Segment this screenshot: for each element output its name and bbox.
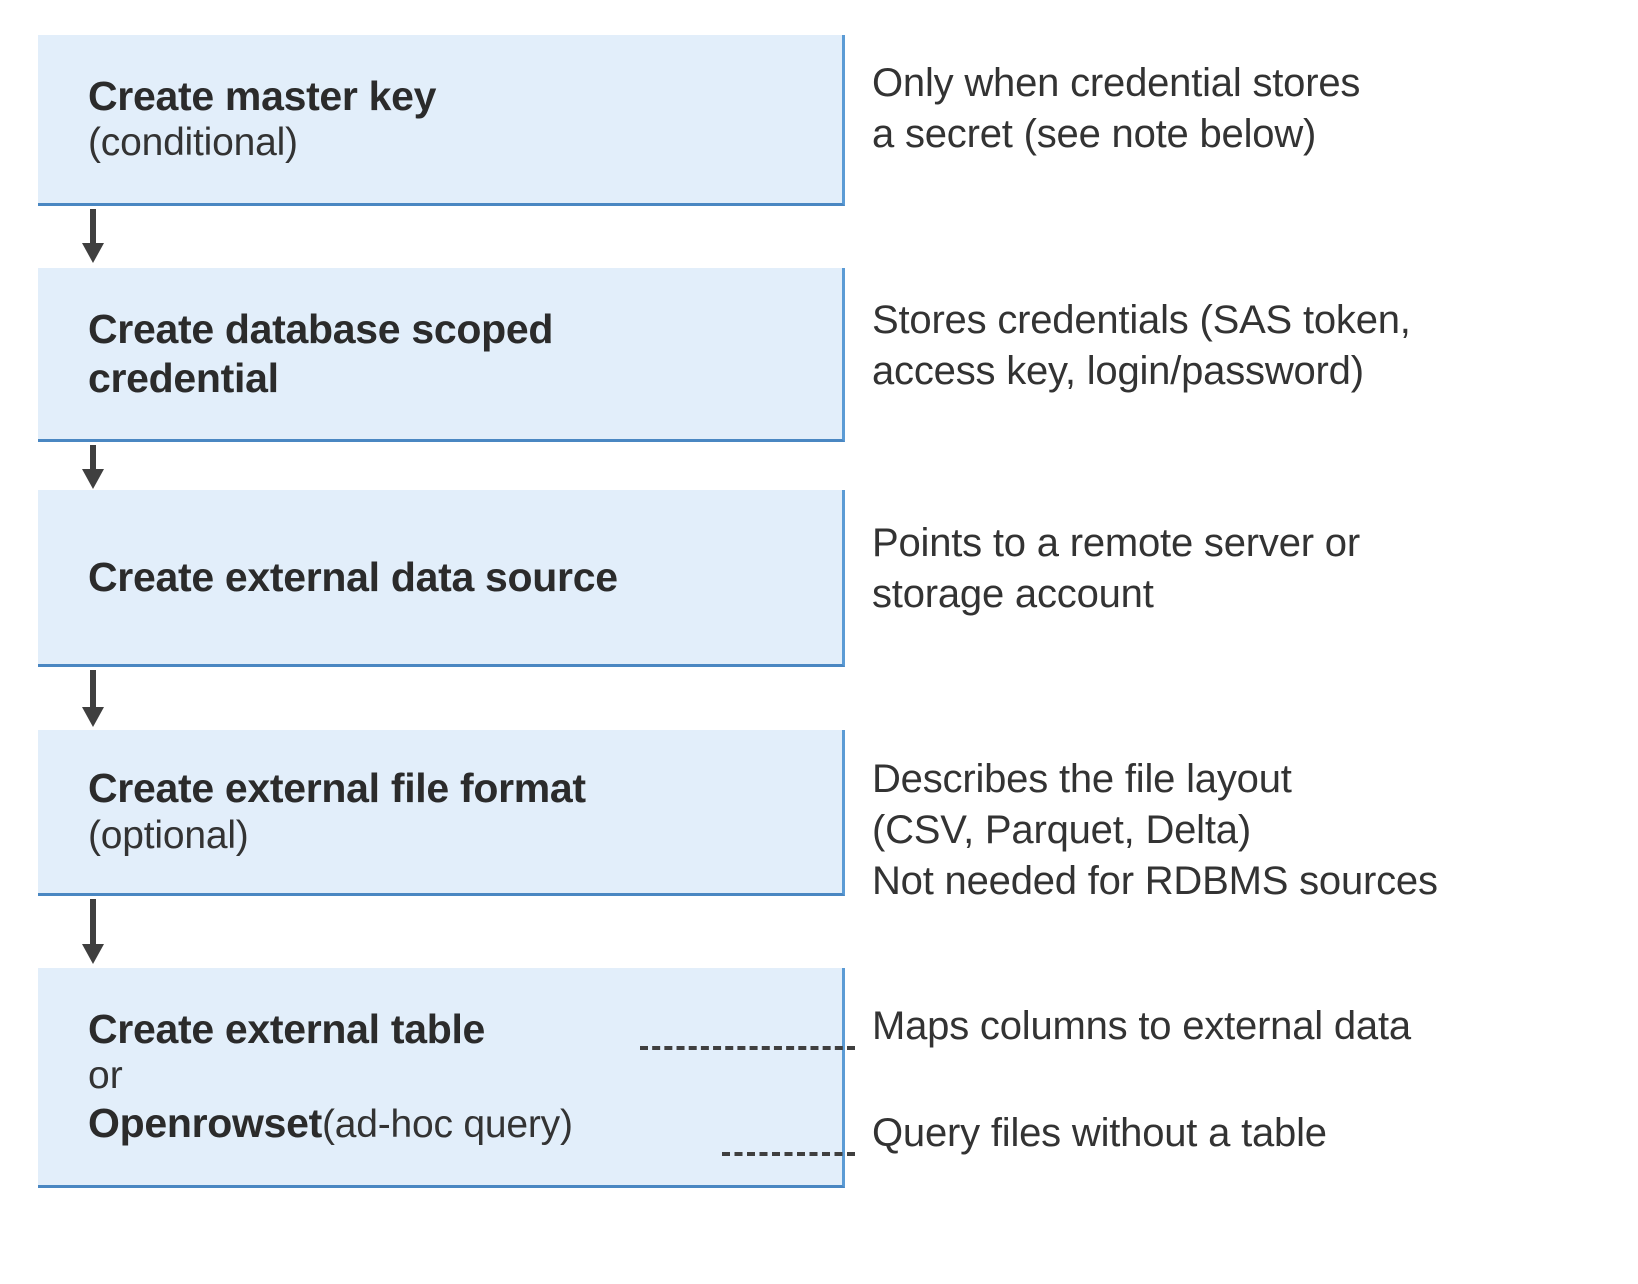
arrow-shaft [90, 899, 96, 946]
arrow-shaft [90, 670, 96, 709]
step-title-openrowset-row: Openrowset (ad-hoc query) [88, 1099, 824, 1148]
step-title-openrowset: Openrowset [88, 1100, 322, 1147]
step-subtitle: (conditional) [88, 121, 298, 165]
step-subtitle-openrowset: (ad-hoc query) [321, 1103, 573, 1147]
arrow-head-icon [82, 469, 104, 489]
step-box-create-external-file-format[interactable]: Create external file format (optional) [38, 730, 845, 896]
note-create-external-file-format: Describes the file layout (CSV, Parquet,… [872, 757, 1438, 904]
arrow-shaft [90, 445, 96, 471]
step-box-create-external-table-or-openrowset[interactable]: Create external table or Openrowset (ad-… [38, 968, 845, 1188]
note-create-master-key: Only when credential stores a secret (se… [872, 61, 1361, 157]
arrow-shaft [90, 209, 96, 245]
step-title: Create external data source [88, 553, 618, 600]
note-create-external-table: Maps columns to external data [872, 1004, 1411, 1048]
step-box-create-external-data-source[interactable]: Create external data source [38, 490, 845, 667]
flow-arrow-4 [82, 899, 104, 965]
step-title: Create external file format [88, 765, 586, 812]
note-openrowset: Query files without a table [872, 1111, 1327, 1155]
flow-arrow-2 [82, 445, 104, 490]
flow-arrow-3 [82, 670, 104, 728]
dashed-connector-external-table [640, 1046, 855, 1050]
step-box-create-database-scoped-credential[interactable]: Create database scoped credential [38, 268, 845, 442]
step-subtitle: (optional) [88, 813, 249, 857]
arrow-head-icon [82, 243, 104, 263]
step-title: Create database scoped credential [88, 306, 554, 401]
arrow-head-icon [82, 707, 104, 727]
step-title-create-external-table: Create external table [88, 1005, 486, 1052]
note-create-external-data-source: Points to a remote server or storage acc… [872, 521, 1360, 617]
arrow-head-icon [82, 944, 104, 964]
flow-arrow-1 [82, 209, 104, 264]
dashed-connector-openrowset [722, 1152, 855, 1156]
step-title: Create master key [88, 72, 437, 119]
step-box-create-master-key[interactable]: Create master key (conditional) [38, 35, 845, 206]
note-create-database-scoped-credential: Stores credentials (SAS token, access ke… [872, 298, 1411, 394]
step-connector-or: or [88, 1054, 123, 1098]
